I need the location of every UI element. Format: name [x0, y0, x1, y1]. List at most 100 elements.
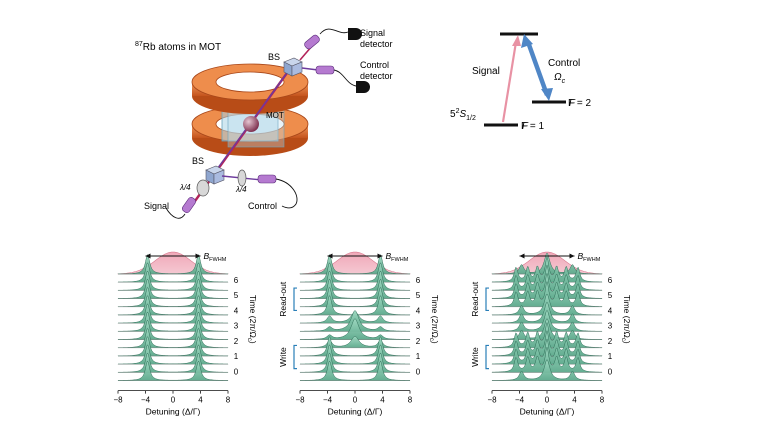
- control-detector-label-2: detector: [360, 71, 393, 81]
- control-arrow-up: [521, 34, 533, 48]
- control-detector-icon: [356, 81, 370, 93]
- bs-bottom-label: BS: [192, 156, 204, 166]
- spectrum-row: [299, 318, 411, 340]
- readout-bracket: [485, 287, 489, 312]
- x-tick-label: −4: [515, 396, 525, 405]
- bfwhm-label: BFWHM: [386, 251, 409, 263]
- x-tick-label: 8: [408, 396, 413, 405]
- y-tick-label: 5: [234, 291, 239, 300]
- x-tick-label: −8: [113, 396, 123, 405]
- signal-spectrum-gaussian: [299, 251, 411, 275]
- x-tick-label: 8: [600, 396, 605, 405]
- y-axis-label: Time (2π/Ωc): [620, 295, 632, 344]
- level-diagram: Signal Control Ωc FF = 2 FF = 1 52S1/2: [450, 32, 592, 132]
- qwp-right-icon: [237, 169, 247, 187]
- bfwhm-label: BFWHM: [204, 251, 227, 263]
- x-tick-label: 8: [226, 396, 231, 405]
- x-tick-label: 0: [171, 396, 176, 405]
- mot-title: 87Rb atoms in MOT: [135, 41, 221, 53]
- qwp-left-icon: [196, 179, 210, 197]
- control-detector-label-1: Control: [360, 60, 389, 70]
- y-tick-label: 6: [234, 276, 239, 285]
- signal-detector-label-2: detector: [360, 39, 393, 49]
- bs-bottom-cube: [205, 165, 225, 185]
- coil-lower: [191, 105, 309, 156]
- x-axis-label: Detuning (Δ/Γ): [328, 407, 383, 417]
- y-tick-label: 4: [416, 306, 421, 315]
- y-tick-label: 5: [608, 291, 613, 300]
- x-axis-label: Detuning (Δ/Γ): [146, 407, 201, 417]
- spectrum-row: [491, 359, 603, 381]
- control-in-coupler: [257, 174, 277, 184]
- y-tick-label: 4: [234, 306, 239, 315]
- y-tick-label: 1: [608, 352, 613, 361]
- y-tick-label: 2: [234, 337, 239, 346]
- spectrum-row: [299, 360, 411, 381]
- x-axis-label: Detuning (Δ/Γ): [520, 407, 575, 417]
- write-bracket: [485, 344, 489, 370]
- x-tick-label: 4: [198, 396, 203, 405]
- readout-bracket: [293, 287, 297, 312]
- spectrum-row: [117, 360, 229, 381]
- bfwhm-arrowhead-right: [377, 253, 383, 259]
- ground-state-label: 52S1/2: [450, 108, 476, 122]
- qwp-left-label: λ/4: [179, 183, 191, 192]
- x-tick-label: 0: [353, 396, 358, 405]
- x-tick-label: −4: [141, 396, 151, 405]
- write-bracket: [293, 344, 297, 370]
- level-control-label: Control: [548, 58, 580, 69]
- signal-input-label: Signal: [144, 201, 169, 211]
- omega-label: Ωc: [554, 72, 566, 85]
- signal-spectrum-gaussian: [117, 251, 229, 275]
- bfwhm-arrowhead-left: [145, 253, 151, 259]
- y-tick-label: 0: [234, 367, 239, 376]
- y-tick-label: 0: [608, 367, 613, 376]
- y-tick-label: 3: [416, 322, 421, 331]
- f1-label: FF = 1: [521, 121, 545, 132]
- readout-label: Read-out: [470, 281, 480, 317]
- mot-cloud: [243, 116, 259, 132]
- y-tick-label: 4: [608, 306, 613, 315]
- y-tick-label: 0: [416, 367, 421, 376]
- y-tick-label: 2: [416, 337, 421, 346]
- bs-top-cube: [283, 57, 303, 77]
- x-tick-label: −8: [487, 396, 497, 405]
- y-tick-label: 3: [608, 322, 613, 331]
- y-tick-label: 2: [608, 337, 613, 346]
- f2-label: FF = 2: [568, 98, 592, 109]
- bfwhm-arrowhead-right: [569, 253, 575, 259]
- x-tick-label: −4: [323, 396, 333, 405]
- y-tick-label: 6: [416, 276, 421, 285]
- spectrum-row: [299, 335, 411, 349]
- control-out-coupler: [315, 65, 335, 75]
- control-input-label: Control: [248, 201, 277, 211]
- x-tick-label: 4: [572, 396, 577, 405]
- signal-detector-icon: [348, 28, 362, 40]
- y-tick-label: 3: [234, 322, 239, 331]
- signal-coupler: [304, 34, 320, 50]
- x-tick-label: −8: [295, 396, 305, 405]
- x-tick-label: 0: [545, 396, 550, 405]
- coil-upper: [191, 63, 309, 114]
- y-tick-label: 5: [416, 291, 421, 300]
- setup-schematic: 87Rb atoms in MOT MOT: [135, 28, 393, 219]
- write-label: Write: [278, 347, 288, 367]
- y-axis-label: Time (2π/Ωc): [428, 295, 440, 344]
- bfwhm-arrowhead-left: [519, 253, 525, 259]
- signal-in-coupler: [182, 197, 196, 213]
- y-tick-label: 1: [416, 352, 421, 361]
- write-label: Write: [470, 347, 480, 367]
- bfwhm-label: BFWHM: [578, 251, 601, 263]
- signal-detector-label-1: Signal: [360, 28, 385, 38]
- y-tick-label: 1: [234, 352, 239, 361]
- y-tick-label: 6: [608, 276, 613, 285]
- signal-arrow: [512, 35, 521, 46]
- x-tick-label: 4: [380, 396, 385, 405]
- bfwhm-arrowhead-left: [327, 253, 333, 259]
